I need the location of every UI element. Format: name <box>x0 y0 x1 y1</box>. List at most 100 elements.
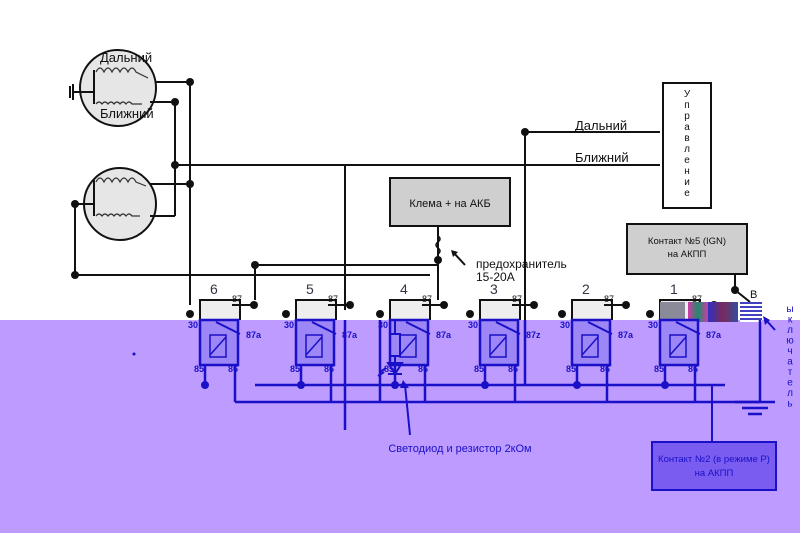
image-artifact <box>708 302 738 322</box>
park-contact-box: Контакт №2 (в режиме Р) на АКПП <box>651 385 777 491</box>
relay-number: 3 <box>490 281 498 297</box>
relay-pin-87a: 87a <box>246 330 262 340</box>
switch-letter-top: В <box>750 289 757 301</box>
relay-pin-85: 85 <box>384 364 394 374</box>
relay-number: 6 <box>210 281 218 297</box>
relay-pin-30: 30 <box>560 320 570 330</box>
relay-body <box>294 318 336 367</box>
relay-coil-line <box>669 336 687 356</box>
park-box-label: Контакт №2 (в режиме Р) <box>658 454 770 465</box>
relay-number: 2 <box>582 281 590 297</box>
switch-arrow-icon <box>763 316 776 331</box>
relay-pin-30: 30 <box>468 320 478 330</box>
control-label-letter: н <box>684 166 690 177</box>
relay-pin-87: 87 <box>422 294 432 304</box>
ign-contact-box: Контакт №5 (IGN) на АКПП <box>626 223 748 275</box>
control-label-letter: в <box>684 133 689 144</box>
switch-label-letter: а <box>787 357 793 368</box>
switch-label-letter: ч <box>787 346 792 357</box>
relay-pin-86: 86 <box>228 364 238 374</box>
relay-pin-86: 86 <box>600 364 610 374</box>
low-beam-line-label: Ближний <box>575 150 629 165</box>
junction-dot <box>440 301 448 309</box>
switch-label-letter: ю <box>786 336 794 347</box>
relay-coil-icon <box>489 334 507 358</box>
junction-dot <box>250 301 258 309</box>
fuse-label: предохранитель <box>476 257 567 271</box>
relay-contact <box>405 321 431 335</box>
relay-pin-87: 87 <box>232 294 242 304</box>
relay-pin-87a: 87a <box>436 330 452 340</box>
ground-icon <box>735 400 775 416</box>
led-pointer-arrow-icon <box>400 380 411 436</box>
battery-terminal-box: Клема + на АКБ <box>389 177 511 227</box>
fuse-rating-label: 15-20А <box>476 270 515 284</box>
battery-box-label: Клема + на АКБ <box>409 198 490 210</box>
low-beam-label: Ближний <box>100 106 154 121</box>
relay-coil-icon <box>669 334 687 358</box>
relay-coil-icon <box>305 334 323 358</box>
relay-coil-line <box>399 336 417 356</box>
relay-2-top: 2 87 <box>558 281 630 323</box>
park-box-sublabel: на АКПП <box>695 468 734 479</box>
image-artifact <box>660 302 685 322</box>
headlamp-bottom <box>75 167 157 241</box>
relay-pin-86: 86 <box>324 364 334 374</box>
junction-dots <box>71 78 739 294</box>
relay-pin-30: 30 <box>648 320 658 330</box>
relay-pin-30: 30 <box>188 320 198 330</box>
relay-pin-86: 86 <box>418 364 428 374</box>
relay-pin-86: 86 <box>508 364 518 374</box>
relay-pin-85: 85 <box>566 364 576 374</box>
relay-body <box>478 318 520 367</box>
control-label-letter: е <box>684 188 690 199</box>
relay-coil-line <box>581 336 599 356</box>
control-label-letter: У <box>684 89 691 100</box>
led-caption: Светодиод и резистор 2кОм <box>388 443 531 455</box>
junction-dot <box>376 310 384 318</box>
fuse-arrow-icon <box>451 250 466 266</box>
junction-dot <box>622 301 630 309</box>
headlamp-top: Дальний Ближний <box>69 49 157 127</box>
relay-pin-87: 87 <box>604 294 614 304</box>
relay-coil-line <box>305 336 323 356</box>
relay-coil-icon <box>581 334 599 358</box>
switch-label-letter: л <box>787 325 793 336</box>
relay-pin-87a: 87a <box>342 330 358 340</box>
ign-box-label: Контакт №5 (IGN) <box>648 236 726 247</box>
control-label-letter: и <box>684 177 690 188</box>
relay-pin-30: 30 <box>284 320 294 330</box>
relay-body <box>658 318 700 367</box>
relay-pin-86: 86 <box>688 364 698 374</box>
relay-pin-87a: 87z <box>526 330 541 340</box>
relay-3-bottom: 30 87z 85 86 <box>468 318 541 402</box>
relay-contact <box>495 321 521 335</box>
relay-contact <box>587 321 613 335</box>
control-label-letter: р <box>684 111 690 122</box>
relay-pin-87a: 87a <box>706 330 722 340</box>
junction-dot <box>558 310 566 318</box>
relay-pin-87a: 87a <box>618 330 634 340</box>
ign-box-sublabel: на АКПП <box>668 249 707 260</box>
relay-pin-85: 85 <box>474 364 484 374</box>
switch-label-letter: ь <box>787 399 792 410</box>
junction-dot <box>282 310 290 318</box>
relay-contact <box>675 321 701 335</box>
relay-pin-87: 87 <box>328 294 338 304</box>
junction-dot <box>346 301 354 309</box>
relay-coil-icon <box>209 334 227 358</box>
relay-pin-87: 87 <box>512 294 522 304</box>
relay-coil-line <box>489 336 507 356</box>
control-label-letter: п <box>684 100 689 111</box>
junction-dot <box>201 381 209 389</box>
relay-2-bottom: 30 87a 85 86 <box>560 318 634 402</box>
relay-number: 1 <box>670 281 678 297</box>
junction-dot <box>646 310 654 318</box>
bus-wires <box>235 320 762 430</box>
relay-body <box>570 318 612 367</box>
junction-dot <box>530 301 538 309</box>
relay-pin-30: 30 <box>378 320 388 330</box>
